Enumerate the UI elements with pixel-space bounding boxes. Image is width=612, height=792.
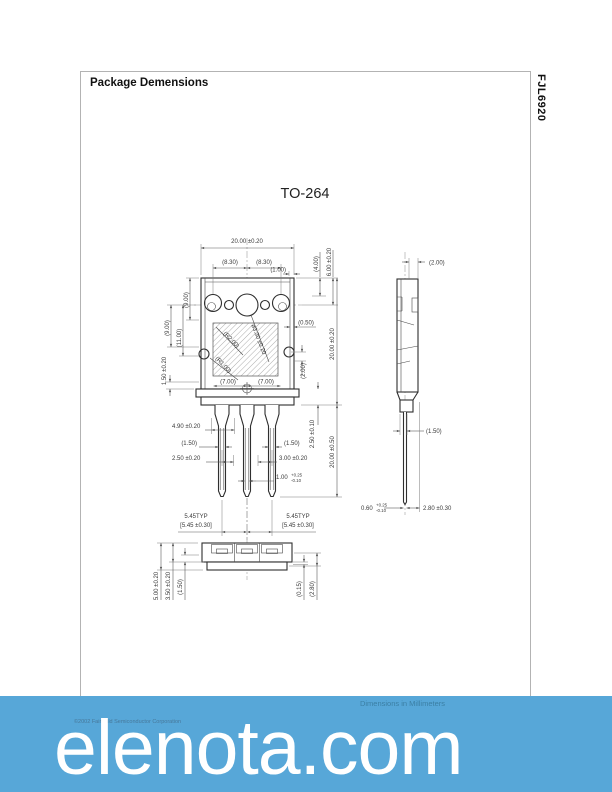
bottom-lead-sections [211, 544, 283, 554]
dim-label: 3.50 ±0.20 [166, 571, 172, 600]
front-leads [214, 405, 280, 498]
dim-tolerance: +0.25 [376, 503, 388, 508]
dim-label: (2.80) [310, 581, 316, 597]
dim-label: 4.90 ±0.20 [172, 424, 201, 430]
dim-label: 3.00 ±0.20 [279, 456, 308, 462]
dim-label: (11.00) [177, 329, 183, 348]
dim-label: (1.00) [270, 268, 286, 274]
dim-label: (0.15) [297, 581, 303, 597]
dim-label: 5.00 ±0.20 [154, 571, 160, 600]
dim-label: (7.00) [258, 380, 274, 386]
dim-label: (8.30) [222, 260, 238, 266]
watermark-banner [0, 696, 612, 792]
dim-label: (0.50) [298, 321, 314, 327]
dim-label: 20.00 ±0.50 [330, 436, 336, 468]
dimensions-note: Dimensions in Millimeters [359, 699, 445, 708]
dim-label: (2.00) [429, 261, 445, 267]
dim-label: 0.60 [361, 506, 373, 512]
dim-label: (1.50) [284, 441, 300, 447]
dim-label: 1.00 [276, 475, 288, 481]
dim-label: 1.50 ±0.20 [162, 356, 168, 385]
dim-tolerance: +0.25 [291, 473, 303, 478]
dim-label: (1.50) [426, 429, 442, 435]
dim-label: 20.00 ±0.20 [231, 239, 263, 245]
bottom-view: 5.00 ±0.20 3.50 ±0.20 (1.50) (0.15) (2.8… [154, 542, 321, 600]
heatsink-pad-hatch [212, 322, 279, 377]
dim-label: 5.45TYP [286, 514, 309, 520]
dim-label: (9.00) [165, 320, 171, 336]
dim-label: (1.50) [181, 441, 197, 447]
dim-label: [5.45 ±0.30] [180, 523, 212, 529]
datum-symbol [240, 382, 254, 395]
dim-tolerance: -0.10 [376, 508, 387, 513]
front-view: 20.00 ±0.20 (8.30) (8.30) (1.00) (4.00) … [162, 238, 342, 580]
dim-label: (8.30) [256, 260, 272, 266]
dim-label: (9.00) [184, 292, 190, 308]
package-name: TO-264 [280, 186, 330, 202]
dim-label: (1.50) [178, 579, 184, 595]
dim-label: (2.00) [301, 363, 307, 379]
dim-label: (7.00) [220, 380, 236, 386]
dim-label: 6.00 ±0.20 [327, 247, 333, 276]
dim-label: 2.80 ±0.30 [423, 506, 452, 512]
dim-label: 20.00 ±0.20 [330, 328, 336, 360]
footer-copyright: ©2002 Fairchild Semiconductor Corporatio… [74, 719, 182, 725]
dim-label: [5.45 ±0.30] [282, 523, 314, 529]
dim-tolerance: -0.10 [291, 478, 302, 483]
watermark-text: elenota.com [54, 705, 463, 791]
side-view: (2.00) (1.50) 0.60 +0.25 -0.10 2.80 ±0.3… [361, 252, 452, 515]
page-title: Package Demensions [90, 77, 209, 89]
dim-label: 2.50 ±0.10 [310, 419, 316, 448]
dim-label: 2.50 ±0.20 [172, 456, 201, 462]
dim-label: 5.45TYP [184, 514, 207, 520]
dim-label: (4.00) [314, 256, 320, 272]
